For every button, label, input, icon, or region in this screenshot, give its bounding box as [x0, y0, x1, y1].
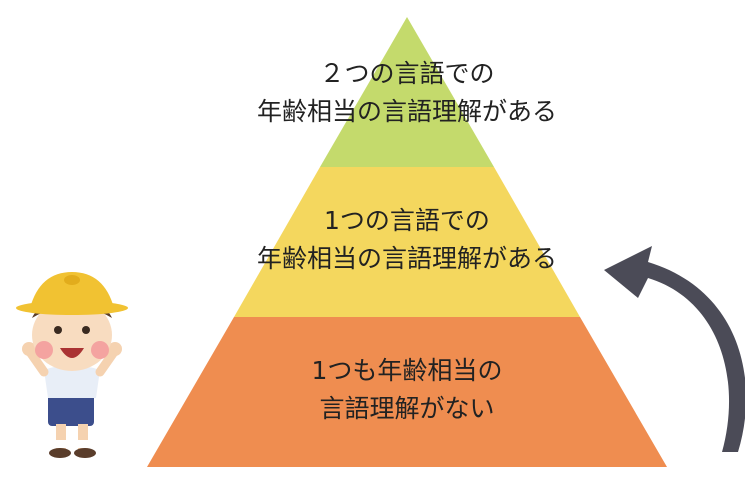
bottom-level-label: 1つも年齢相当の 言語理解がない	[147, 352, 667, 428]
up-arrow-icon	[604, 246, 745, 452]
pyramid-bottom-level	[147, 317, 667, 467]
top-level-label: ２つの言語での 年齢相当の言語理解がある	[147, 55, 667, 131]
middle-level-label: 1つの言語での 年齢相当の言語理解がある	[147, 202, 667, 278]
pyramid-middle-level	[234, 167, 580, 317]
top-level-line2: 年齢相当の言語理解がある	[256, 97, 557, 126]
middle-level-line1: 1つの言語での	[324, 206, 490, 235]
top-level-line1: ２つの言語での	[319, 59, 495, 88]
boy-illustration	[16, 272, 128, 458]
middle-level-line2: 年齢相当の言語理解がある	[256, 244, 557, 273]
pyramid-top-level	[320, 17, 494, 167]
bottom-level-line1: 1つも年齢相当の	[311, 356, 503, 385]
bottom-level-line2: 言語理解がない	[319, 394, 495, 423]
